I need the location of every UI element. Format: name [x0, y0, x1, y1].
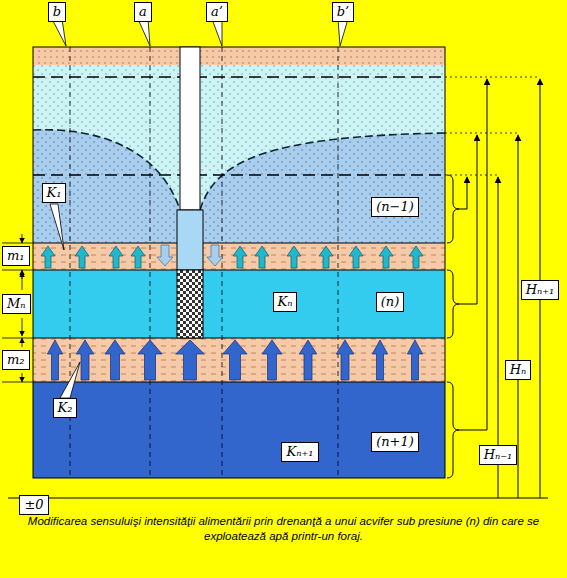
leakage-arrow [299, 340, 317, 380]
leakage-arrow [138, 340, 162, 380]
label-text: Hₙ₋₁ [484, 447, 513, 463]
leakage-arrow [75, 246, 89, 268]
leakage-arrow [287, 246, 301, 268]
head-label: Hₙ₋₁ [479, 445, 518, 465]
label-text: b [53, 4, 61, 20]
leakage-arrow [255, 246, 269, 268]
leakage-arrow [319, 246, 333, 268]
leakage-arrow [223, 340, 247, 380]
label-text: (n+1) [376, 434, 414, 450]
label-text: m₂ [7, 352, 25, 368]
section-label: a [134, 2, 152, 22]
label-text: K₂ [58, 400, 73, 416]
leakage-arrow [409, 246, 423, 268]
thickness-label: m₂ [2, 350, 30, 370]
label-text: Hₙ [510, 362, 527, 378]
thickness-label: m₁ [2, 246, 30, 266]
permeability-label: Kₙ₊₁ [281, 442, 318, 462]
leakage-arrow [233, 246, 247, 268]
label-text: (n) [381, 294, 400, 310]
leakage-arrow [105, 340, 125, 380]
label-text: K₁ [47, 185, 62, 201]
leakage-arrow [407, 340, 422, 380]
label-text: a [139, 4, 147, 20]
leakage-arrow [372, 340, 387, 380]
label-text: m₁ [7, 248, 25, 264]
label-text: a’ [211, 4, 223, 20]
label-text: b’ [337, 4, 349, 20]
leakage-arrow [176, 340, 205, 380]
permeability-label: Kₙ [273, 292, 298, 312]
head-label: Hₙ [505, 360, 532, 380]
permeability-label: K₁ [42, 183, 67, 203]
leakage-arrow [131, 246, 145, 268]
datum-label: ±0 [19, 495, 48, 515]
label-text: Hₙ₊₁ [526, 282, 555, 298]
leakage-arrow [41, 246, 55, 268]
leakage-arrow [109, 246, 123, 268]
permeability-label: K₂ [53, 398, 78, 418]
figure-caption: Modificarea sensuluişi intensităţii alim… [6, 514, 561, 544]
thickness-label: Mₙ [2, 294, 31, 314]
leakage-arrow [379, 246, 393, 268]
leakage-arrow [262, 340, 282, 380]
label-text: (n−1) [376, 199, 414, 215]
label-text: Mₙ [7, 296, 26, 312]
leakage-arrow [47, 340, 62, 380]
aquifer-label: (n+1) [371, 432, 419, 452]
section-label: b’ [332, 2, 354, 22]
label-text: ±0 [24, 497, 43, 513]
aquifer-label: (n−1) [371, 197, 419, 217]
leakage-arrow [336, 340, 354, 380]
leakage-arrow [349, 246, 363, 268]
label-text: Kₙ₊₁ [286, 444, 313, 460]
head-label: Hₙ₊₁ [521, 280, 560, 300]
label-text: Kₙ [278, 294, 293, 310]
aquifer-label: (n) [376, 292, 405, 312]
section-label: b [48, 2, 66, 22]
leakage-arrow [76, 340, 94, 380]
section-label: a’ [206, 2, 228, 22]
